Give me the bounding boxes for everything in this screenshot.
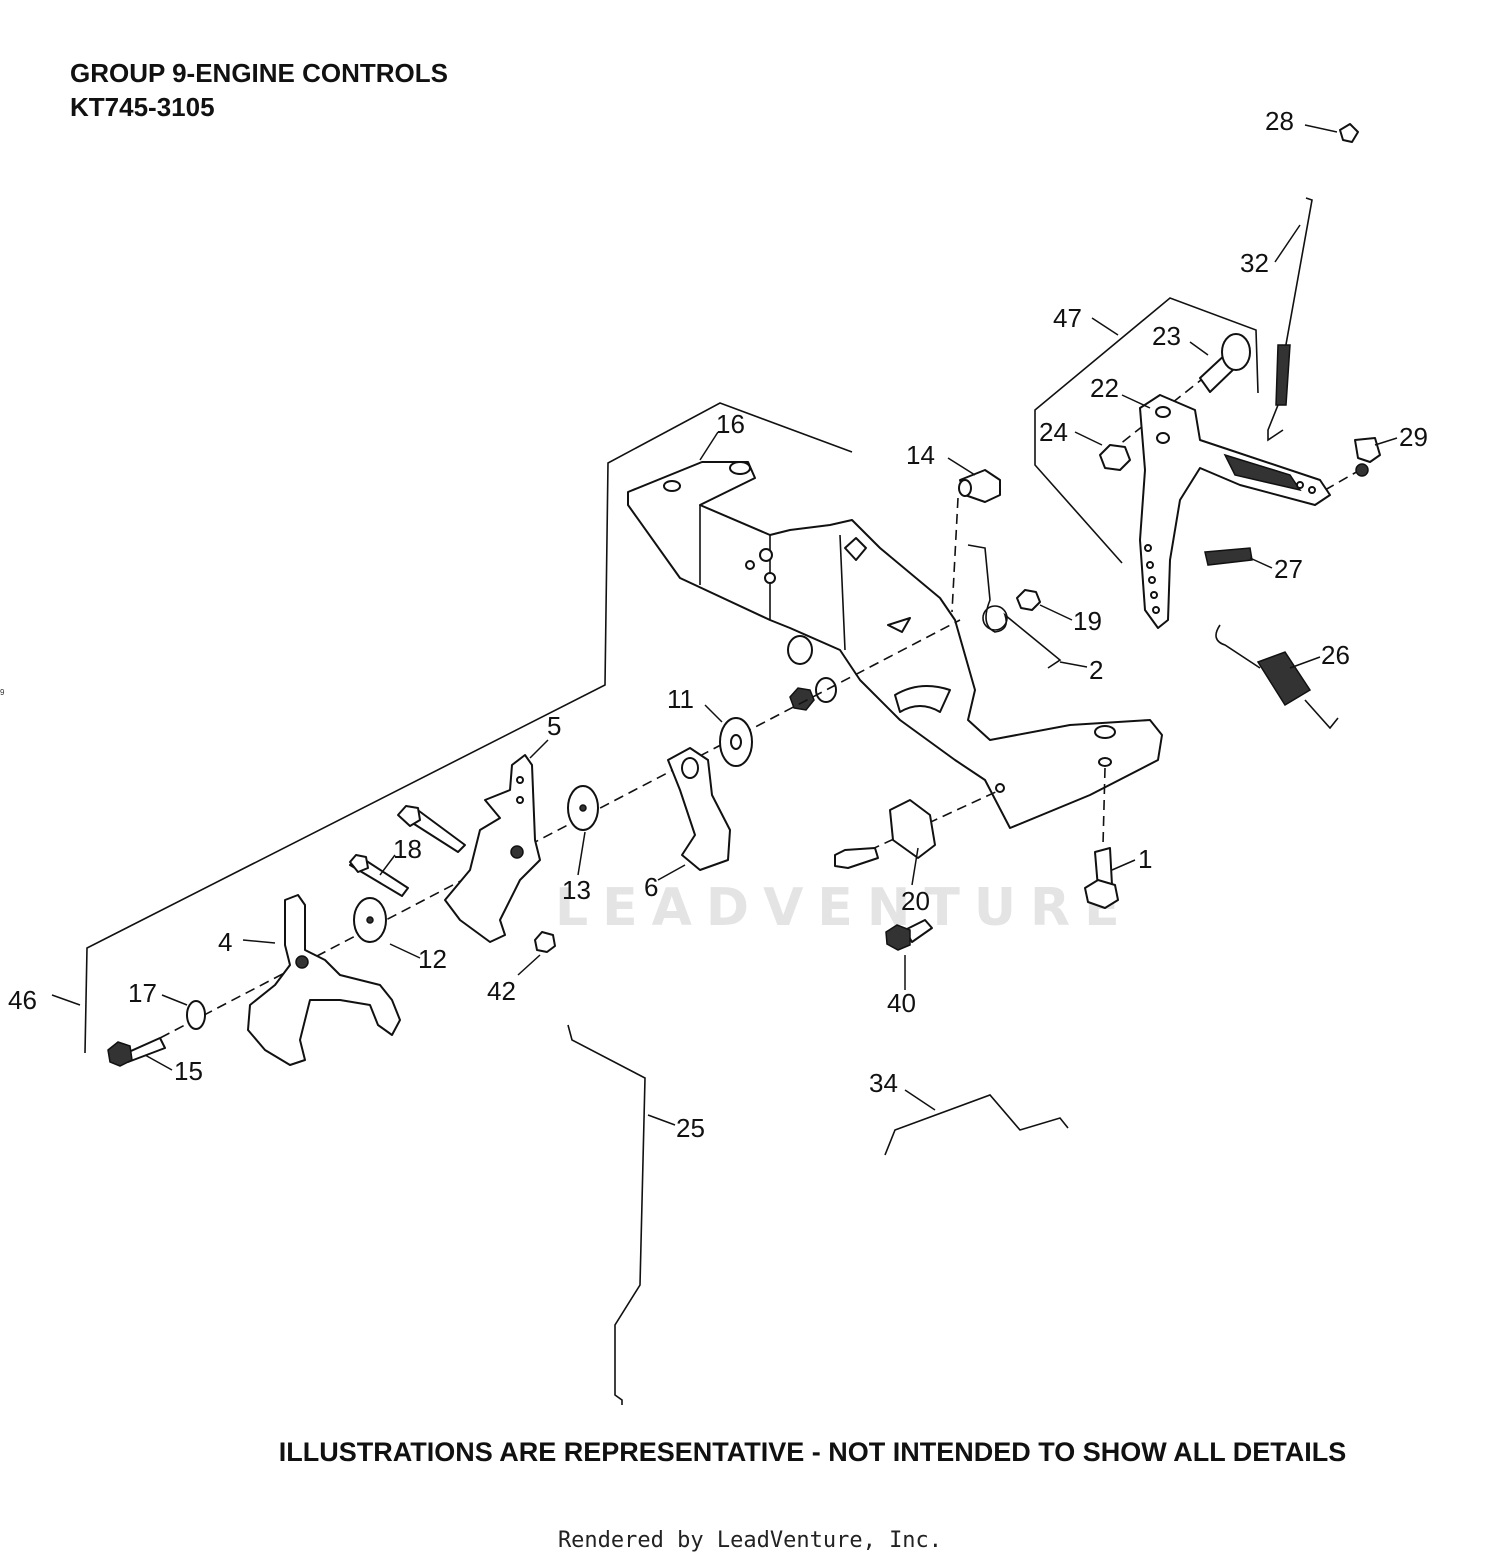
callout-12: 12 [418,944,447,974]
washer-12 [353,897,387,943]
axis-line-lower [869,789,1001,851]
shaft-nut [789,687,815,711]
callout-18: 18 [393,834,422,864]
callout-6: 6 [644,872,658,902]
watermark-text: LEADVENTURE [555,878,1134,938]
washer-13 [567,785,599,831]
callout-14: 14 [906,440,935,470]
axis-line-14 [951,497,959,613]
clip-29 [1354,437,1381,477]
governor-link-32 [1267,197,1313,442]
extension-spring-26 [1215,624,1339,730]
callout-2: 2 [1089,655,1103,685]
group-bracket-47 [1034,297,1259,564]
callout-20: 20 [901,886,930,916]
callout-13: 13 [562,875,591,905]
clip-28 [1339,123,1359,143]
nut-42 [534,931,556,953]
callout-22: 22 [1090,373,1119,403]
callout-46: 46 [8,985,37,1015]
callout-24: 24 [1039,417,1068,447]
callout-27: 27 [1274,554,1303,584]
callout-17: 17 [128,978,157,1008]
axis-line-29 [1324,469,1361,491]
bolts-18 [349,805,466,897]
speed-control-lever [1139,394,1331,629]
torsion-spring-2 [967,544,1062,669]
nut-19 [1016,589,1041,611]
cable-clamp-20 [889,799,936,859]
spring-27 [1204,547,1253,566]
callout-19: 19 [1073,606,1102,636]
callout-11: 11 [667,684,694,714]
choke-lever-4 [247,894,401,1066]
screw-40 [885,919,933,951]
washer-11 [719,717,753,767]
bolt-1 [1084,847,1119,909]
nut-24 [1099,444,1131,471]
callout-23: 23 [1152,321,1181,351]
screw-20 [834,847,879,869]
disclaimer-text: ILLUSTRATIONS ARE REPRESENTATIVE - NOT I… [278,1437,1347,1467]
choke-rod-25 [567,1024,646,1405]
washer-17 [186,1000,206,1030]
axis-line-1 [1102,767,1106,846]
callout-16: 16 [716,409,745,439]
bolt-14 [958,469,1001,503]
footer-text: Rendered by LeadVenture, Inc. [557,1528,943,1553]
group-bracket-16 [84,402,853,1054]
callout-42: 42 [487,976,516,1006]
lever-knob-23 [1199,333,1251,393]
lever-arm-6 [667,747,731,871]
model-number: KT745-3105 [70,92,215,122]
bolt-15 [107,1037,166,1067]
callout-32: 32 [1240,248,1269,278]
link-rod-34 [884,1094,1069,1156]
callout-5: 5 [547,711,561,741]
callout-29: 29 [1399,422,1428,452]
callout-4: 4 [218,927,232,957]
callout-47: 47 [1053,303,1082,333]
callout-1: 1 [1138,844,1152,874]
callout-40: 40 [887,988,916,1018]
throttle-lever-5 [444,754,541,943]
group-title: GROUP 9-ENGINE CONTROLS [70,58,449,88]
callout-26: 26 [1321,640,1350,670]
axis-line-main [117,619,961,1061]
callout-25: 25 [676,1113,705,1143]
main-bracket-plate [627,461,1163,829]
callout-28: 28 [1265,106,1294,136]
callout-34: 34 [869,1068,898,1098]
stray-mark: 9 [0,688,5,697]
callout-15: 15 [174,1056,203,1086]
leader-lines [51,124,1398,1126]
